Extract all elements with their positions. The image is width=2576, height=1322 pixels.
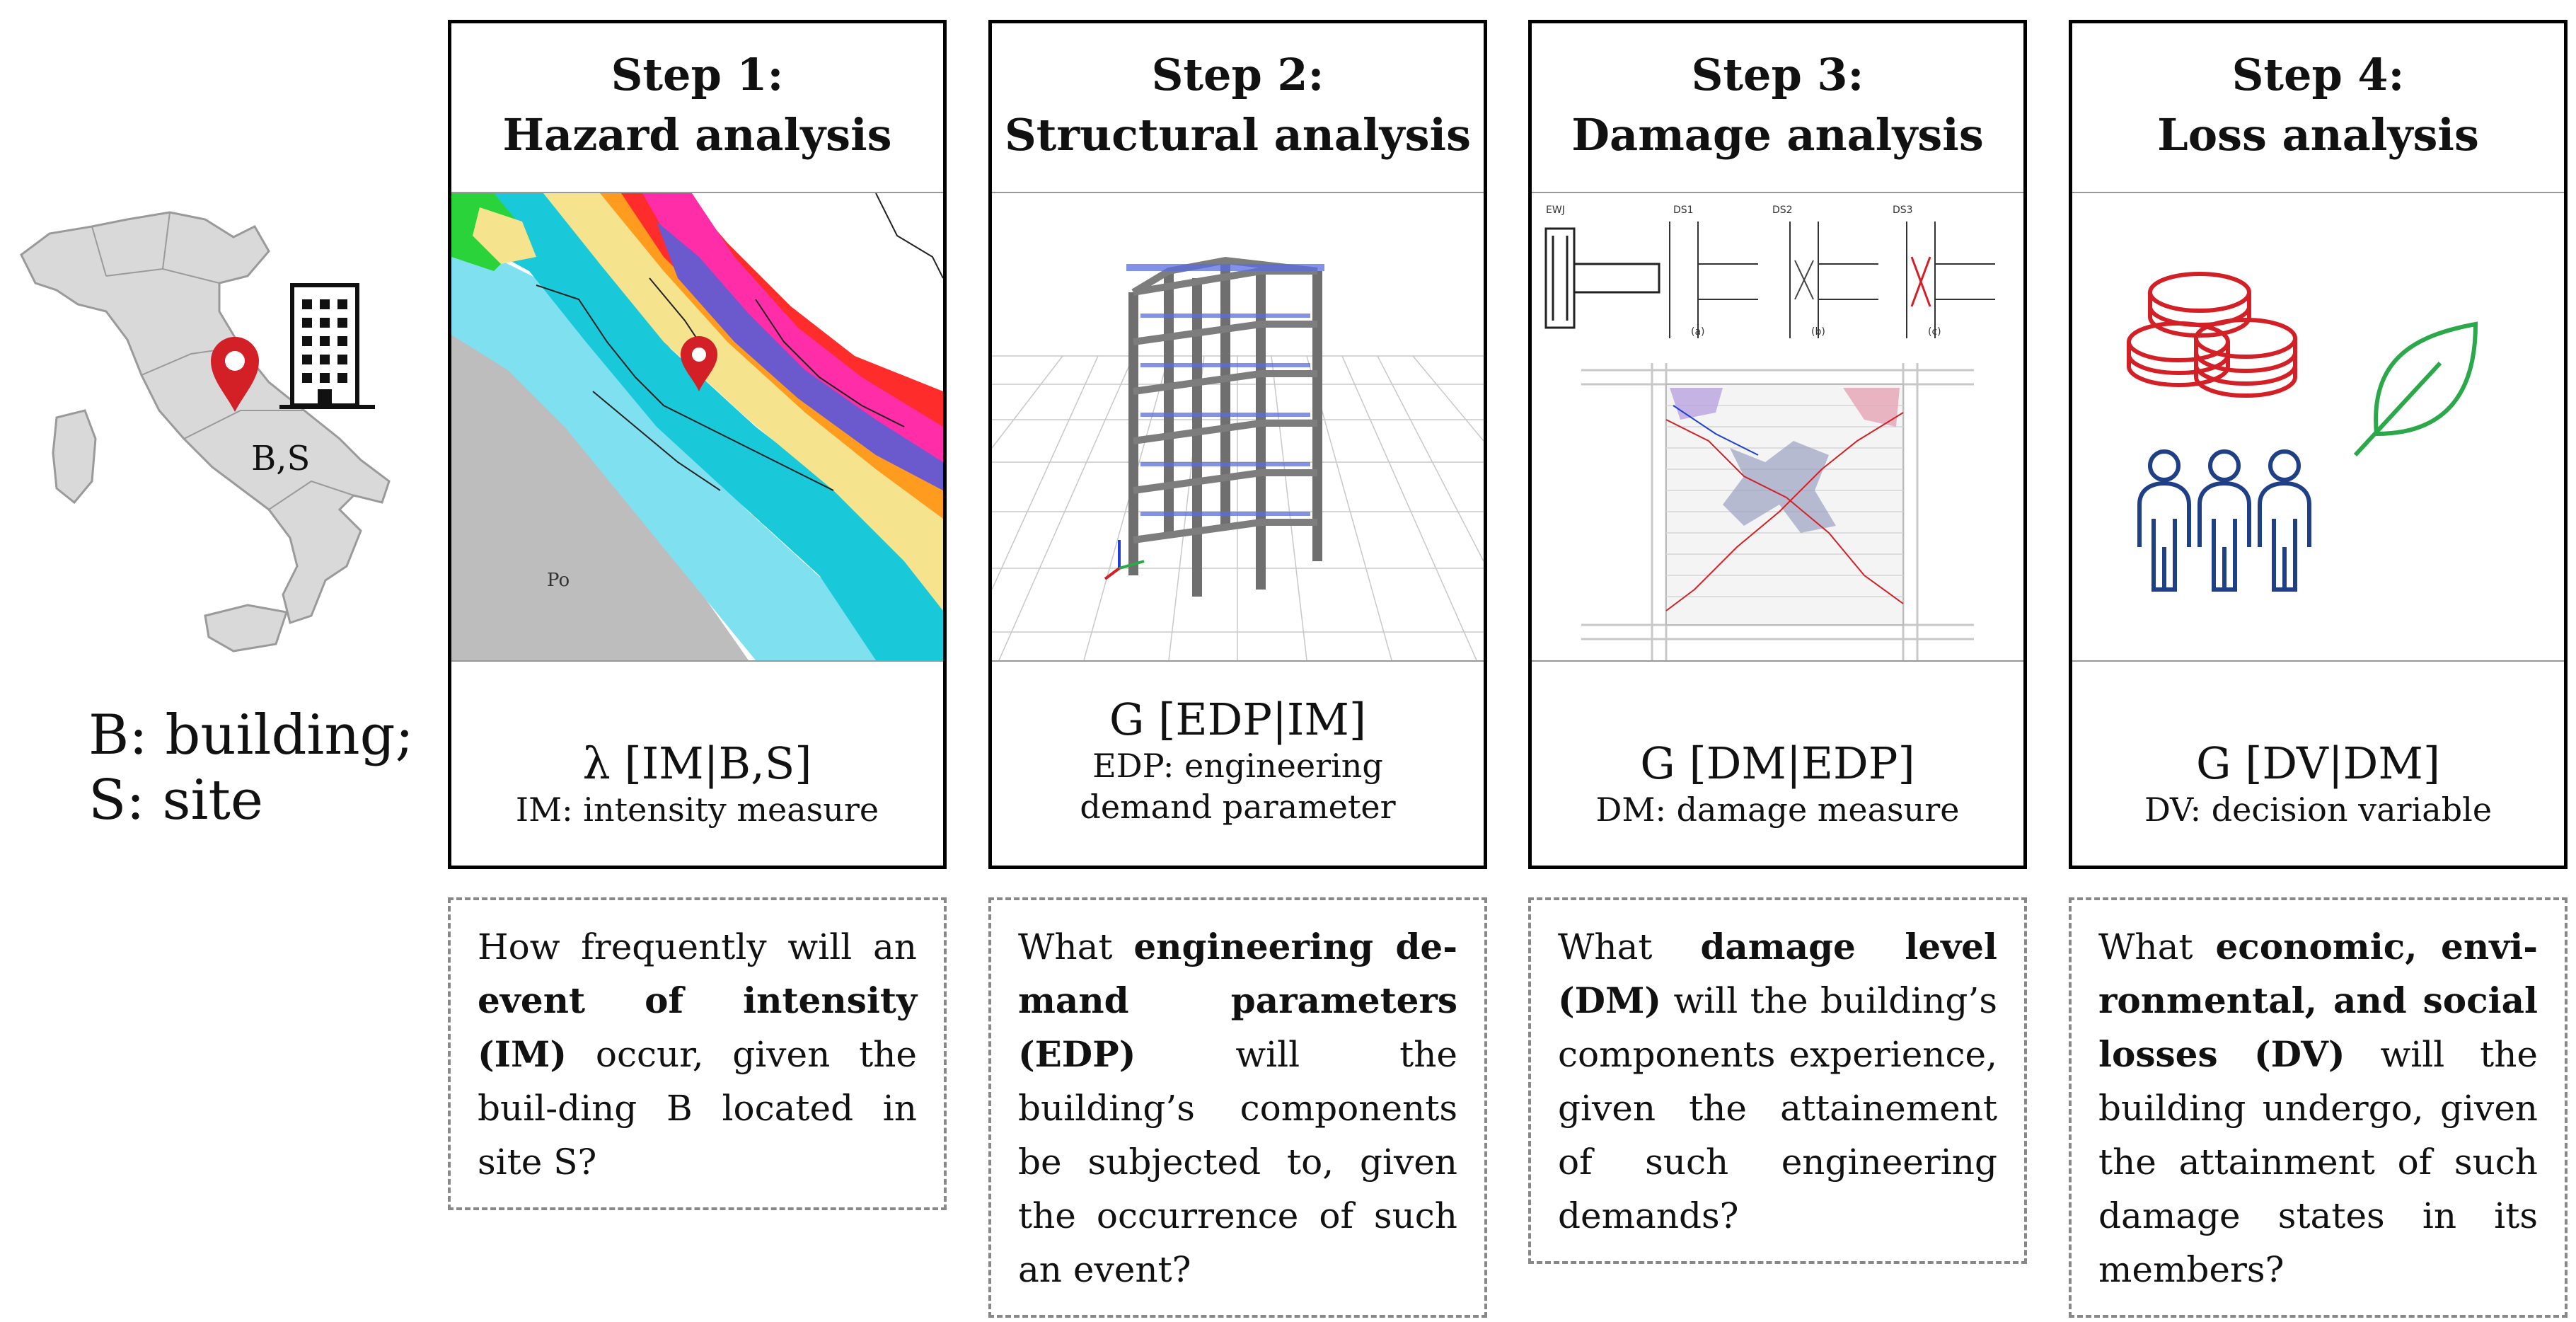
- damage-label-ds3: DS3: [1893, 205, 1913, 216]
- step-2-formula: G [EDP|IM]: [1109, 694, 1367, 745]
- leaf-icon: [2353, 321, 2478, 457]
- step-4-question: What economic, envi-ronmental, and socia…: [2069, 897, 2568, 1318]
- structural-frame-model-image: [992, 192, 1484, 662]
- step-4-formula: G [DV|DM]: [2195, 737, 2441, 789]
- q4-text-2: will the building undergo, given the att…: [2098, 1034, 2538, 1290]
- step-1-name: Hazard analysis: [502, 109, 892, 161]
- damage-label-ewj: EWJ: [1546, 205, 1565, 216]
- site-label: B,S: [251, 439, 311, 478]
- q1-text-1: How frequently will an: [478, 926, 917, 967]
- step-4-formula-desc: DV: decision variable: [2144, 791, 2493, 829]
- step-4-title: Step 4: Loss analysis: [2072, 45, 2564, 165]
- step-2-formula-area: G [EDP|IM] EDP: engineering demand param…: [992, 660, 1484, 866]
- step-4-box: Step 4: Loss analysis: [2069, 20, 2568, 869]
- site-panel: B,S B: building; S: site: [0, 0, 439, 1322]
- building-icon: [279, 283, 375, 409]
- q4-text-1: What: [2098, 926, 2216, 967]
- step-1-title: Step 1: Hazard analysis: [451, 45, 943, 165]
- legend-building: B: building;: [88, 703, 414, 767]
- hazard-map-image: Po: [451, 192, 943, 662]
- q1-bold: event of intensity (IM): [478, 979, 917, 1075]
- damage-label-ds1: DS1: [1673, 205, 1694, 216]
- q3-bold: damage level (DM): [1558, 926, 1997, 1021]
- people-icon: [2137, 449, 2311, 592]
- q4-bold: economic, envi-ronmental, and social los…: [2098, 926, 2538, 1075]
- step-4-name: Loss analysis: [2157, 109, 2479, 161]
- q2-text-1: What: [1018, 926, 1134, 967]
- step-4-number: Step 4:: [2231, 49, 2405, 100]
- step-3-box: Step 3: Damage analysis EWJ DS1 DS2 DS3 …: [1528, 20, 2027, 869]
- step-3-name: Damage analysis: [1571, 109, 1984, 161]
- step-3-formula-area: G [DM|EDP] DM: damage measure: [1532, 660, 2023, 866]
- step-2-question: What engineering de-mand parameters (EDP…: [988, 897, 1487, 1318]
- step-2-title: Step 2: Structural analysis: [992, 45, 1484, 165]
- loss-icons-image: [2072, 192, 2564, 662]
- q1-text-2: occur, given the buil-ding B located in …: [478, 1034, 917, 1183]
- step-3-formula-desc: DM: damage measure: [1595, 791, 1960, 829]
- step-2-number: Step 2:: [1151, 49, 1324, 100]
- damage-label-ds2: DS2: [1772, 205, 1793, 216]
- step-4-formula-area: G [DV|DM] DV: decision variable: [2072, 660, 2564, 866]
- step-1-question: How frequently will an event of intensit…: [448, 897, 947, 1210]
- map-po-label: Po: [547, 570, 570, 591]
- step-1-formula: λ [IM|B,S]: [582, 737, 812, 789]
- q3-text-1: What: [1558, 926, 1701, 967]
- step-2-name: Structural analysis: [1005, 109, 1471, 161]
- q3-text-2: will the building’s components experienc…: [1558, 980, 1997, 1236]
- step-3-question: What damage level (DM) will the building…: [1528, 897, 2027, 1264]
- legend-site: S: site: [88, 769, 263, 832]
- step-2-formula-desc-2: demand parameter: [1080, 788, 1396, 826]
- coins-icon: [2127, 272, 2297, 398]
- step-3-title: Step 3: Damage analysis: [1532, 45, 2023, 165]
- step-3-formula: G [DM|EDP]: [1640, 737, 1915, 789]
- step-1-box: Step 1: Hazard analysis Po: [448, 20, 947, 869]
- step-2-box: Step 2: Structural analysis: [988, 20, 1487, 869]
- damage-states-image: EWJ DS1 DS2 DS3 (a) (b) (c): [1532, 192, 2023, 662]
- location-pin-icon: [211, 336, 259, 412]
- step-1-formula-area: λ [IM|B,S] IM: intensity measure: [451, 660, 943, 866]
- q2-bold: engineering de-mand parameters (EDP): [1018, 926, 1457, 1075]
- step-2-formula-desc-1: EDP: engineering: [1092, 747, 1383, 785]
- step-1-formula-desc: IM: intensity measure: [515, 791, 879, 829]
- step-1-number: Step 1:: [611, 49, 784, 100]
- step-3-number: Step 3:: [1691, 49, 1864, 100]
- q2-text-2: will the building’s components be subjec…: [1018, 1034, 1457, 1290]
- italy-map-icon: [20, 211, 391, 653]
